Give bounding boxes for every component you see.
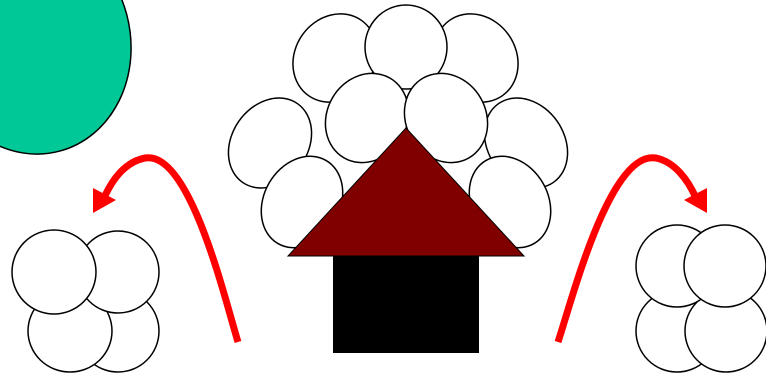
black-square-icon	[333, 256, 479, 353]
cluster-circle	[12, 230, 96, 314]
cluster-circle	[684, 225, 766, 307]
ellipse-cluster-icon	[12, 230, 159, 372]
green-blob-icon	[0, 0, 156, 177]
ellipse-cluster-icon	[636, 225, 766, 372]
